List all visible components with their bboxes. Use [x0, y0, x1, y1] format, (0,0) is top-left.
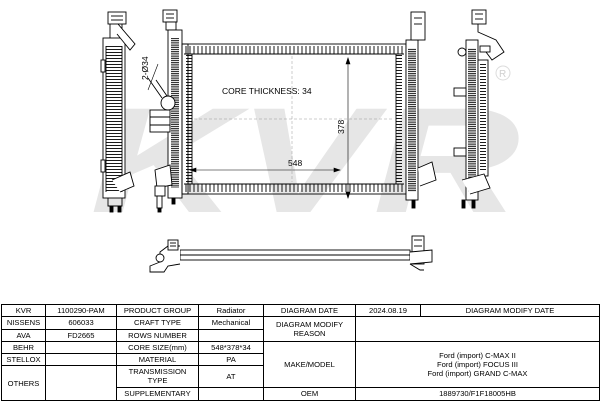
field-value: 548*378*34: [198, 340, 264, 355]
watermark-kvr: KVR: [90, 76, 520, 244]
right-side-view: [453, 9, 505, 209]
spec-table: KVR 1100290-PAM PRODUCT GROUP Radiator D…: [1, 303, 600, 402]
code-cell: 606033: [45, 316, 117, 330]
technical-drawing: KVR R: [90, 9, 520, 273]
field-value: [198, 328, 264, 342]
field-label: TRANSMISSION TYPE: [116, 365, 199, 388]
brand-cell: BEHR: [1, 340, 46, 355]
pipe-dim-label: 2-Ø34: [140, 56, 150, 80]
field-value: 2024.08.19: [355, 303, 421, 318]
table-row: KVR 1100290-PAM PRODUCT GROUP Radiator D…: [1, 303, 600, 318]
field-label: SUPPLEMENTARY: [116, 386, 199, 402]
code-cell: 1100290-PAM: [45, 303, 117, 318]
field-value: PA: [198, 353, 264, 367]
field-value: Mechanical: [198, 316, 264, 330]
code-cell: [45, 340, 117, 355]
registered-mark: R: [499, 69, 506, 80]
field-value: Radiator: [198, 303, 264, 318]
model-item: Ford (import) C-MAX II: [439, 350, 516, 360]
field-label: DIAGRAM MODIFY DATE: [420, 303, 600, 318]
brand-cell: STELLOX: [1, 353, 46, 367]
brand-cell: KVR: [1, 303, 46, 318]
field-label: DIAGRAM MODIFY REASON: [263, 316, 356, 342]
field-label: MATERIAL: [116, 353, 199, 367]
table-row: AVA FD2665 ROWS NUMBER: [1, 328, 600, 342]
bottom-top-view: [149, 235, 433, 273]
table-row: STELLOX MATERIAL PA: [1, 353, 600, 367]
field-label: OEM: [263, 386, 356, 402]
code-cell: [45, 353, 117, 367]
code-cell: FD2665: [45, 328, 117, 342]
brand-cell: NISSENS: [1, 316, 46, 330]
table-row: NISSENS 606033 CRAFT TYPE Mechanical DIA…: [1, 316, 600, 342]
core-thickness-label: CORE THICKNESS: 34: [222, 86, 312, 96]
table-row: OTHERS TRANSMISSION TYPE AT: [1, 365, 600, 401]
height-dim-label: 378: [336, 120, 346, 134]
model-item: Ford (import) GRAND C-MAX: [427, 368, 528, 378]
right-tank: [405, 11, 437, 209]
field-label: CORE SIZE(mm): [116, 340, 199, 355]
field-value: [198, 386, 264, 402]
field-label: PRODUCT GROUP: [116, 303, 199, 318]
table-row: SUPPLEMENTARY OEM 1889730/F1F18005HB: [2, 386, 600, 402]
width-dim-label: 548: [288, 158, 302, 168]
pipe-dimension: 2-Ø34: [140, 56, 159, 91]
height-dimension: [345, 57, 351, 199]
table-row: BEHR CORE SIZE(mm) 548*378*34 MAKE/MODEL…: [1, 340, 600, 388]
brand-cell: AVA: [1, 328, 46, 342]
left-side-view: [100, 11, 136, 213]
field-label: CRAFT TYPE: [116, 316, 199, 330]
code-cell: [45, 365, 117, 401]
width-dimension: [189, 167, 341, 173]
field-value: 1889730/F1F18005HB: [355, 386, 600, 402]
models-cell: Ford (import) C-MAX II Ford (import) FOC…: [355, 340, 600, 388]
field-label: ROWS NUMBER: [116, 328, 199, 342]
field-value: [355, 316, 600, 342]
brand-cell: OTHERS: [1, 365, 46, 401]
field-value: AT: [198, 365, 264, 388]
field-label: DIAGRAM DATE: [263, 303, 356, 318]
registered-mark-circle: [495, 65, 511, 81]
field-label: MAKE/MODEL: [263, 340, 356, 388]
model-item: Ford (import) FOCUS III: [436, 359, 518, 369]
